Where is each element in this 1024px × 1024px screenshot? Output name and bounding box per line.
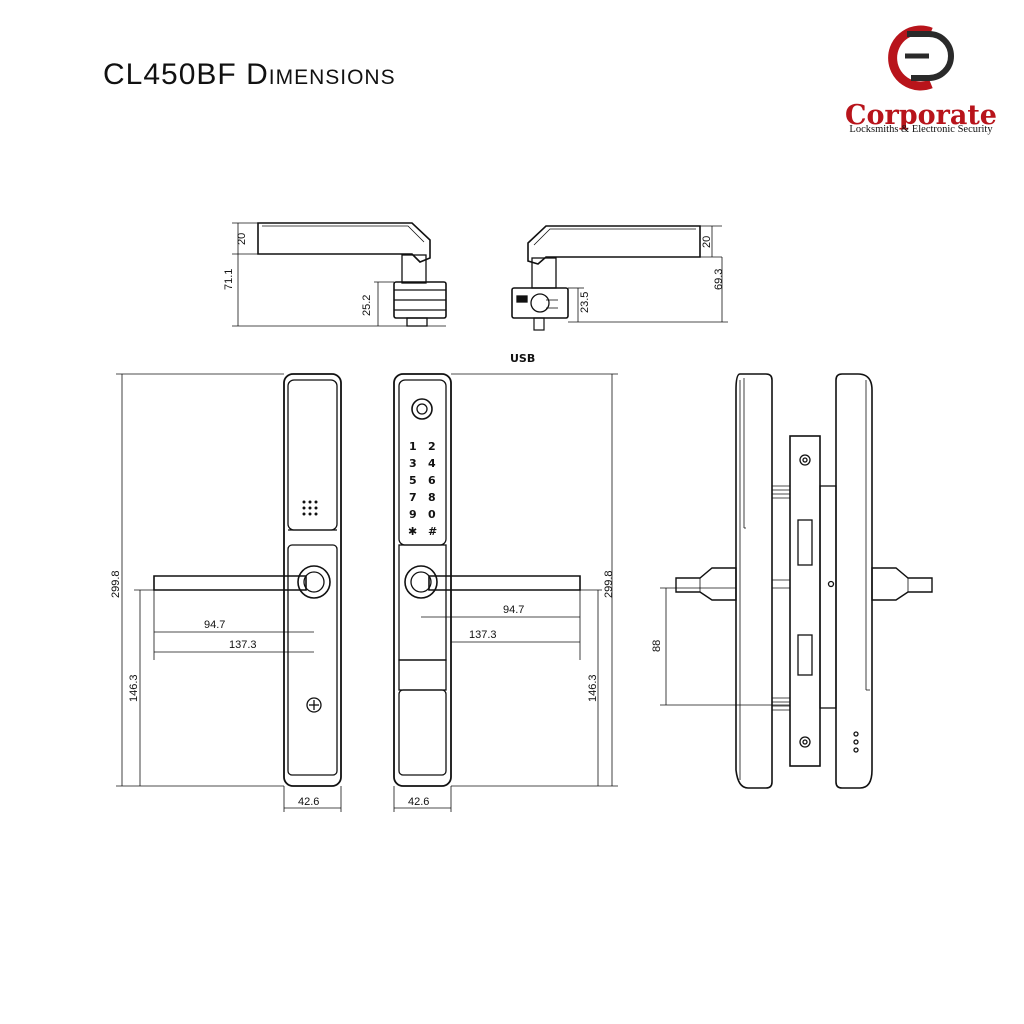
- key-3: 3: [409, 457, 417, 470]
- company-logo: Corporate Locksmiths & Electronic Securi…: [845, 18, 997, 138]
- dim-right-width: 42.6: [408, 796, 429, 808]
- dim-left-height: 299.8: [110, 570, 122, 598]
- dim-top-left-71: 71.1: [223, 269, 235, 290]
- top-right-side-view: [511, 225, 728, 331]
- logo-tagline: Locksmiths & Electronic Security: [849, 124, 993, 135]
- dim-left-137: 137.3: [229, 639, 257, 651]
- key-9: 9: [409, 508, 417, 521]
- dim-left-width: 42.6: [298, 796, 319, 808]
- speaker-dots: [302, 500, 318, 516]
- key-star: ✱: [408, 525, 417, 538]
- dim-right-146: 146.3: [587, 674, 599, 702]
- logo-name: Corporate: [845, 100, 997, 131]
- key-1: 1: [409, 440, 417, 453]
- dim-right-height: 299.8: [603, 570, 615, 598]
- front-right-view: [393, 373, 618, 812]
- front-left-view: [116, 373, 342, 812]
- key-8: 8: [428, 491, 436, 504]
- key-4: 4: [428, 457, 436, 470]
- top-left-side-view: [232, 222, 447, 327]
- key-7: 7: [409, 491, 417, 504]
- key-0: 0: [428, 508, 436, 521]
- dim-left-146: 146.3: [128, 674, 140, 702]
- dim-right-94: 94.7: [503, 604, 524, 616]
- logo-mark-icon: [888, 25, 954, 91]
- dim-top-right-20: 20: [701, 236, 713, 248]
- dim-left-94: 94.7: [204, 619, 225, 631]
- dim-top-left-25: 25.2: [361, 295, 373, 316]
- dim-top-right-69: 69.3: [713, 269, 725, 290]
- side-view-mortise: [660, 373, 933, 789]
- key-6: 6: [428, 474, 436, 487]
- dim-top-left-20: 20: [236, 233, 248, 245]
- key-hash: #: [428, 525, 437, 538]
- dim-side-88: 88: [651, 640, 663, 652]
- dim-top-right-23: 23.5: [579, 292, 591, 313]
- keypad: 1 2 3 4 5 6 7 8 9 0 ✱ #: [408, 440, 437, 538]
- usb-label: USB: [510, 352, 535, 365]
- key-5: 5: [409, 474, 417, 487]
- key-2: 2: [428, 440, 436, 453]
- dim-right-137: 137.3: [469, 629, 497, 641]
- page-title: CL450BF Dimensions: [103, 58, 396, 91]
